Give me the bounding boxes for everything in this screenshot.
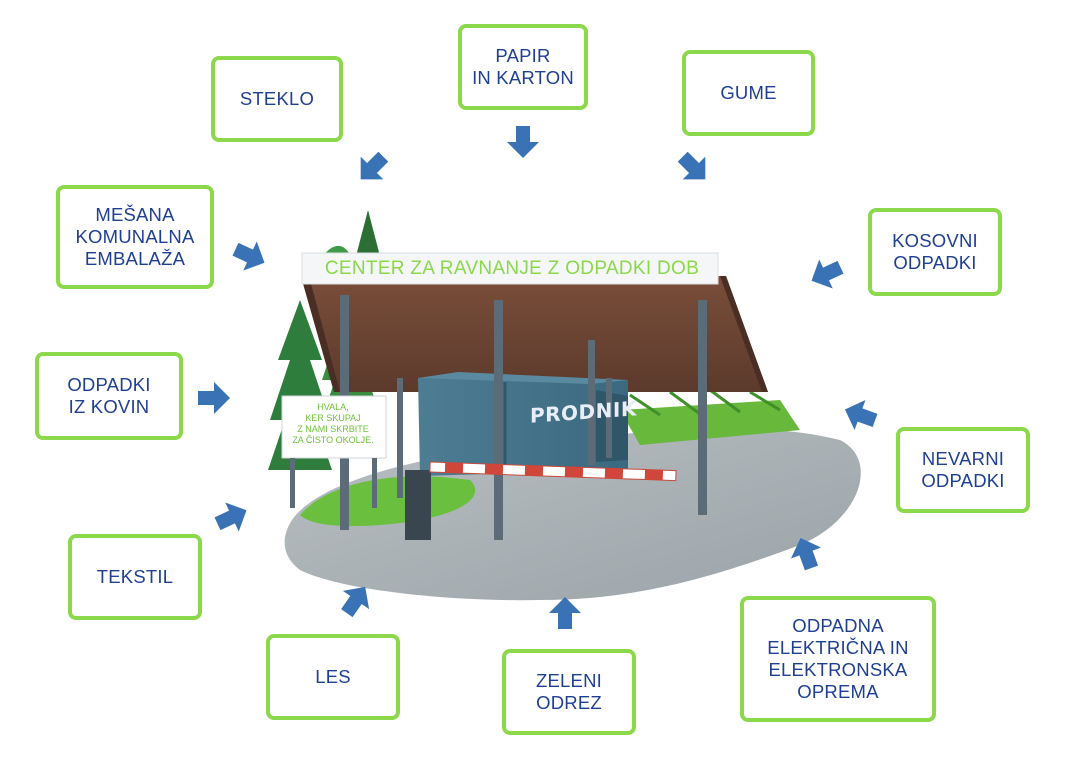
arrow-icon (505, 124, 541, 160)
arrow-icon (331, 575, 381, 625)
roof (302, 276, 768, 392)
center-title: CENTER ZA RAVNANJE Z ODPADKI DOB (324, 258, 700, 279)
arrow-icon (226, 232, 274, 280)
arrow-icon (347, 143, 398, 194)
category-box-steklo: STEKLO (211, 56, 343, 142)
info-sign (281, 395, 387, 508)
arrow-icon (208, 493, 256, 541)
arrow-icon (547, 595, 583, 631)
sign-text: HVALA, KER SKUPAJ Z NAMI SKRBITE ZA ČIST… (292, 402, 374, 445)
category-box-nevarni: NEVARNI ODPADKI (896, 427, 1030, 513)
barrier (405, 461, 677, 540)
category-box-kosovni: KOSOVNI ODPADKI (868, 208, 1002, 296)
category-box-gume: GUME (682, 50, 815, 136)
category-box-mesana: MEŠANA KOMUNALNA EMBALAŽA (56, 185, 214, 289)
category-box-les: LES (266, 634, 400, 720)
arrow-icon (196, 380, 232, 416)
category-box-zeleni: ZELENI ODREZ (502, 649, 636, 735)
arrow-icon (783, 530, 829, 576)
category-box-papir: PAPIR IN KARTON (458, 24, 588, 110)
arrow-icon (669, 143, 720, 194)
category-box-kovine: ODPADKI IZ KOVIN (35, 352, 183, 440)
title-board (301, 252, 719, 285)
arrow-icon (802, 250, 850, 298)
arrow-icon (837, 392, 883, 438)
category-box-elektro: ODPADNA ELEKTRIČNA IN ELEKTRONSKA OPREMA (740, 596, 936, 722)
category-box-tekstil: TEKSTIL (68, 534, 202, 620)
container (418, 372, 628, 476)
